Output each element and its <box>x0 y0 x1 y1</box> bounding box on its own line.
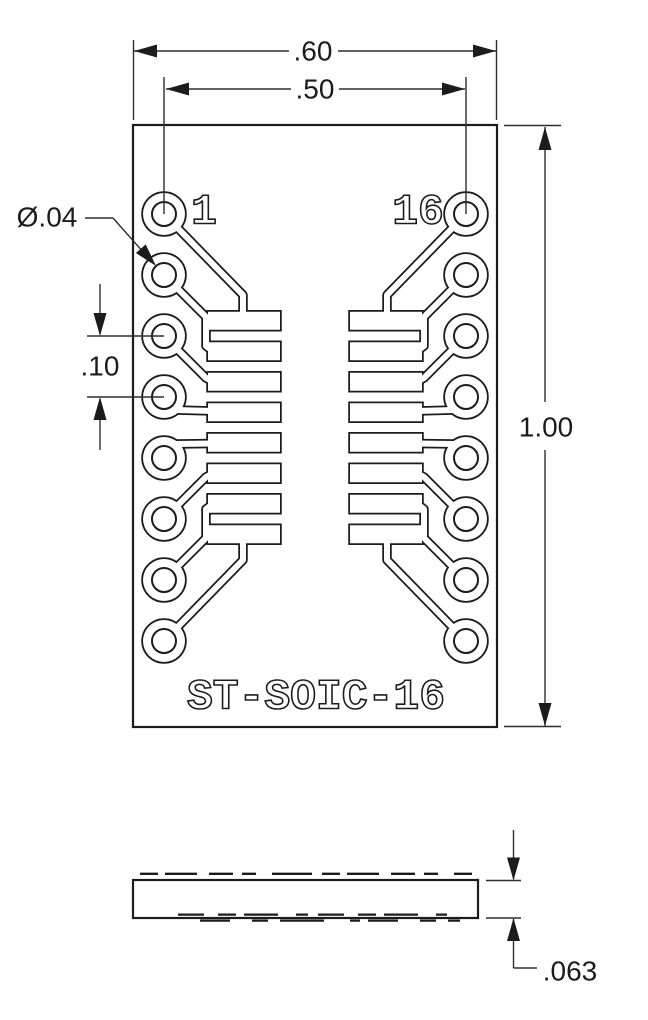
dim-board-height: 1.00 <box>504 124 574 728</box>
side-view-outline <box>131 878 480 920</box>
smd-pad <box>350 311 422 330</box>
through-hole <box>453 323 479 349</box>
through-hole <box>453 567 479 593</box>
smd-pad <box>350 525 422 544</box>
smd-pad <box>208 372 280 391</box>
through-hole <box>151 628 177 654</box>
part-number-label: ST-SOIC-16 <box>187 673 445 722</box>
through-hole <box>453 262 479 288</box>
copper-outline-pass <box>141 191 489 664</box>
smd-pad <box>208 494 280 513</box>
trace <box>161 539 246 644</box>
smd-pad <box>350 372 422 391</box>
dim-hole-diameter: Ø.04 <box>17 202 156 266</box>
trace <box>161 211 246 316</box>
arrow-left-icon <box>166 82 189 96</box>
leader-arrow-icon <box>135 244 156 266</box>
through-hole <box>151 506 177 532</box>
arrow-up-icon <box>93 397 107 420</box>
copper-layer <box>141 191 489 664</box>
dim-board-width: .60 <box>132 36 498 120</box>
smd-pad <box>350 403 422 422</box>
dim-board-height-text: 1.00 <box>519 412 574 443</box>
drill-holes <box>151 201 479 654</box>
board-outline <box>131 123 499 729</box>
smd-pad <box>350 464 422 483</box>
dim-hole-span-text: .50 <box>296 74 335 105</box>
pin-1-label: 1 <box>191 188 217 237</box>
trace <box>384 211 469 316</box>
through-hole <box>453 384 479 410</box>
smd-pad <box>350 342 422 361</box>
smd-pad <box>208 342 280 361</box>
through-hole <box>151 445 177 471</box>
dim-board-width-text: .60 <box>294 36 333 67</box>
dim-hole-diameter-text: Ø.04 <box>17 202 78 233</box>
smd-pad <box>208 403 280 422</box>
pin-16-label: 16 <box>392 188 444 237</box>
through-hole <box>151 567 177 593</box>
smd-pad <box>350 433 422 452</box>
smd-pad <box>350 494 422 513</box>
arrow-up-icon <box>507 918 520 941</box>
arrow-up-icon <box>538 127 552 150</box>
through-hole <box>453 628 479 654</box>
arrow-down-icon <box>538 703 552 726</box>
dim-hole-span: .50 <box>163 74 467 214</box>
smd-pad <box>208 525 280 544</box>
dim-thickness: .063 <box>486 830 597 987</box>
arrow-right-icon <box>442 82 465 96</box>
through-hole <box>453 506 479 532</box>
through-hole <box>453 445 479 471</box>
copper-fill-pass <box>143 193 487 662</box>
trace <box>384 539 469 644</box>
smd-pad <box>208 433 280 452</box>
dim-hole-pitch: .10 <box>81 284 164 450</box>
silkscreen: 1 16 ST-SOIC-16 <box>186 187 446 723</box>
arrow-down-icon <box>93 313 107 336</box>
arrow-left-icon <box>134 44 157 58</box>
dim-hole-pitch-text: .10 <box>81 351 120 382</box>
board-side-view <box>131 872 480 922</box>
smd-pad <box>208 311 280 330</box>
smd-pad <box>208 464 280 483</box>
dim-thickness-text: .063 <box>543 956 598 987</box>
arrow-down-icon <box>507 857 520 881</box>
through-hole <box>151 262 177 288</box>
arrow-right-icon <box>473 44 496 58</box>
